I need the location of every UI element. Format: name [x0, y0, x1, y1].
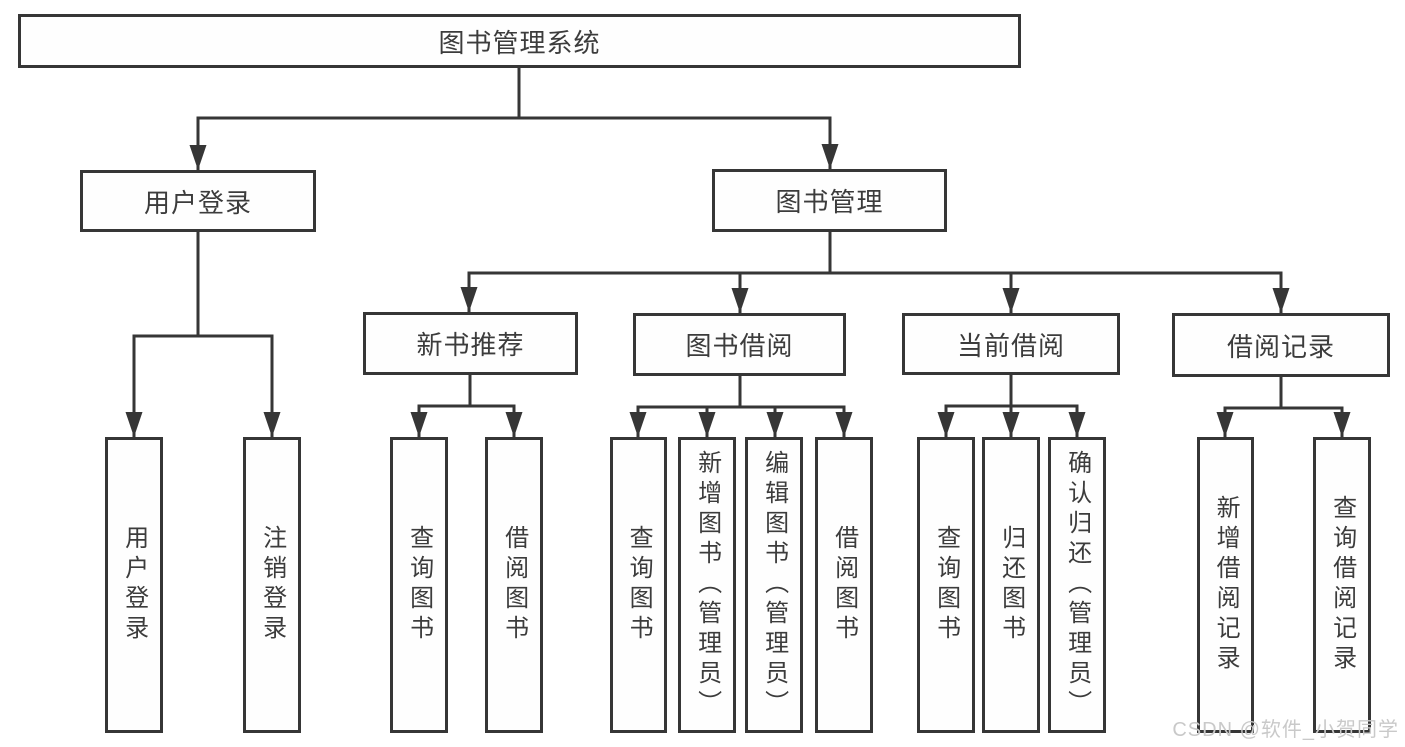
leaf-current-confirm-return-admin-label: 确认归还（管理员） — [1063, 450, 1091, 720]
node-current-borrowing: 当前借阅 — [902, 313, 1120, 375]
node-book-management-label: 图书管理 — [775, 187, 884, 217]
leaf-user-login-label: 用户登录 — [120, 525, 148, 645]
leaf-borrowing-add-books-admin: 新增图书（管理员） — [678, 437, 736, 733]
node-book-management: 图书管理 — [712, 169, 947, 232]
leaf-borrowing-borrow-books: 借阅图书 — [815, 437, 873, 733]
leaf-logout: 注销登录 — [243, 437, 301, 733]
leaf-current-query-books-label: 查询图书 — [932, 525, 960, 645]
node-user-login: 用户登录 — [80, 170, 316, 232]
node-current-borrowing-label: 当前借阅 — [956, 330, 1065, 361]
leaf-borrowing-edit-books-admin: 编辑图书（管理员） — [745, 437, 803, 733]
csdn-watermark: CSDN @软件_小贺同学 — [1172, 719, 1399, 741]
leaf-newbook-borrow-books-label: 借阅图书 — [500, 525, 528, 645]
node-borrowing-records-label: 借阅记录 — [1226, 331, 1335, 362]
leaf-borrowing-query-books-label: 查询图书 — [625, 525, 653, 645]
node-borrowing-records: 借阅记录 — [1172, 313, 1390, 377]
leaf-newbook-query-books: 查询图书 — [390, 437, 448, 733]
leaf-current-return-books: 归还图书 — [982, 437, 1040, 733]
leaf-records-query-borrow-record: 查询借阅记录 — [1313, 437, 1371, 733]
node-new-book-recommendation-label: 新书推荐 — [416, 330, 525, 360]
leaf-borrowing-borrow-books-label: 借阅图书 — [830, 525, 858, 645]
leaf-records-query-borrow-record-label: 查询借阅记录 — [1328, 495, 1356, 675]
leaf-current-return-books-label: 归还图书 — [997, 525, 1025, 645]
node-library-management-system: 图书管理系统 — [18, 14, 1021, 68]
node-book-borrowing-label: 图书借阅 — [685, 331, 794, 361]
leaf-records-add-borrow-record: 新增借阅记录 — [1197, 437, 1254, 733]
leaf-records-add-borrow-record-label: 新增借阅记录 — [1212, 495, 1240, 675]
leaf-newbook-query-books-label: 查询图书 — [405, 525, 433, 645]
node-user-login-label: 用户登录 — [143, 187, 252, 218]
node-book-borrowing: 图书借阅 — [633, 313, 846, 376]
leaf-current-confirm-return-admin: 确认归还（管理员） — [1048, 437, 1106, 733]
leaf-current-query-books: 查询图书 — [917, 437, 975, 733]
leaf-user-login: 用户登录 — [105, 437, 163, 733]
leaf-borrowing-edit-books-admin-label: 编辑图书（管理员） — [760, 450, 788, 720]
leaf-newbook-borrow-books: 借阅图书 — [485, 437, 543, 733]
leaf-borrowing-query-books: 查询图书 — [610, 437, 667, 733]
leaf-borrowing-add-books-admin-label: 新增图书（管理员） — [693, 450, 721, 720]
leaf-logout-label: 注销登录 — [258, 525, 286, 645]
node-library-management-system-label: 图书管理系统 — [438, 27, 601, 58]
node-new-book-recommendation: 新书推荐 — [363, 312, 578, 375]
